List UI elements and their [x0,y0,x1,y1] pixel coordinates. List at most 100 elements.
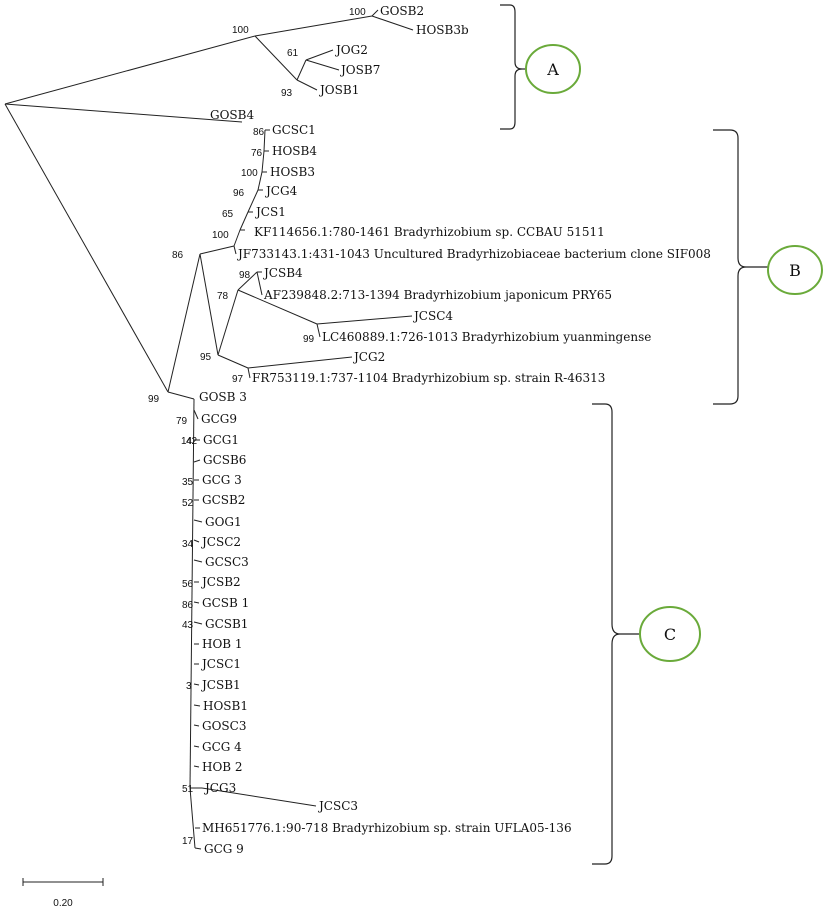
branch [217,354,249,369]
bootstrap-values: 100 100 61 93 86 76 100 96 65 100 86 98 … [148,7,366,847]
leaf-label: KF114656.1:780-1461 Bradyrhizobium sp. C… [254,225,605,239]
branch [193,559,203,563]
branch [194,847,202,850]
leaf-label: GCSB 1 [202,596,249,610]
branch [254,15,373,37]
branch [167,253,201,393]
branch [239,211,249,231]
clade-a-bracket: A [500,4,581,130]
leaf-label: HOSB3 [270,165,315,179]
branch [167,391,195,400]
bootstrap-value: 100 [349,7,366,18]
branch [4,35,256,105]
clade-c-label: C [664,625,676,644]
leaf-label: GCSC1 [272,123,316,137]
branch [237,271,258,291]
clade-b-circle [767,245,823,295]
branch [193,409,199,420]
bootstrap-value: 52 [182,498,194,509]
bootstrap-value: 98 [239,270,251,281]
branch [254,35,298,81]
leaf-label: JCSB2 [200,575,241,589]
leaf-label: GOSB 3 [199,390,247,404]
branch [263,129,266,152]
scale-bar: 0.20 [22,878,104,909]
tree-branches [4,9,414,850]
clade-b-bracket: B [713,129,823,405]
bootstrap-value: 100 [212,230,229,241]
leaf-label: GOSB4 [210,108,254,122]
branch [193,601,200,604]
leaf-label: GOSC3 [202,719,246,733]
branch [256,271,263,296]
leaf-label: AF239848.2:713-1394 Bradyrhizobium japon… [263,288,612,302]
leaf-label: JCSC3 [317,799,358,813]
leaf-label: JCSB1 [200,678,241,692]
leaf-label: HOSB1 [203,699,248,713]
branch [247,189,259,213]
branch [217,289,239,356]
bootstrap-value: 86 [182,600,194,611]
branch [296,59,307,81]
branch [257,171,263,191]
leaf-label: HOB 1 [202,637,243,651]
leaf-label: GCSB1 [205,617,248,631]
branch [261,150,265,173]
bootstrap-value: 86 [172,250,184,261]
bootstrap-value: 17 [182,836,194,847]
bootstrap-value: 14 [181,436,193,447]
bootstrap-value: 86 [253,127,265,138]
leaf-label: GCSC3 [205,555,249,569]
leaf-label: GCSB2 [202,493,245,507]
branch [305,49,334,61]
branch [237,289,318,325]
leaf-label: JCG3 [203,781,236,795]
branch [193,539,200,543]
clade-c-bracket: C [592,403,701,865]
leaf-label: JCSB4 [262,266,303,280]
leaf-label: GCSB6 [203,453,246,467]
branch [199,253,219,356]
bootstrap-value: 93 [281,88,293,99]
branch [296,79,318,91]
branch [371,9,379,17]
bootstrap-value: 78 [217,291,229,302]
bootstrap-value: 42 [186,436,198,447]
branch [193,745,200,748]
bootstrap-value: 95 [200,352,212,363]
branch [371,15,414,31]
branch [193,765,200,768]
leaf-label: GCG 9 [204,842,244,856]
bootstrap-value: 76 [251,148,263,159]
branch [247,367,251,379]
branch [193,459,201,463]
branch [201,787,317,807]
branch [4,103,243,123]
leaf-label: GCG9 [201,412,237,426]
bootstrap-value: 34 [182,539,194,550]
leaf-label: GCG 3 [202,473,242,487]
branch [193,519,203,523]
bootstrap-value: 65 [222,209,234,220]
leaf-label: GCG1 [203,433,239,447]
leaf-label: GOSB2 [380,4,424,18]
leaf-label: JOSB1 [318,83,359,97]
clade-a-circle [525,44,581,94]
branch [193,704,201,707]
bootstrap-value: 99 [303,334,315,345]
clade-a-label: A [546,60,559,79]
bootstrap-value: 61 [287,48,299,59]
branch [193,621,203,625]
leaf-label: LC460889.1:726-1013 Bradyrhizobium yuanm… [322,330,651,344]
bootstrap-value: 35 [182,477,194,488]
branch [4,103,169,393]
branch [305,59,340,71]
leaf-label: GCG 4 [202,740,242,754]
branch [316,323,321,338]
bootstrap-value: 43 [182,620,194,631]
leaf-label: GOG1 [205,515,242,529]
leaf-label: MH651776.1:90-718 Bradyrhizobium sp. str… [202,821,572,835]
leaf-label: JF733143.1:431-1043 Uncultured Bradyrhiz… [236,247,711,261]
leaf-label: JCG4 [264,184,298,198]
